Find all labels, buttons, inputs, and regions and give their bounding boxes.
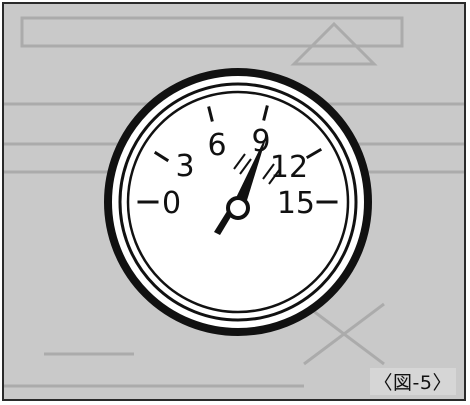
scale-label-3: 3 [175,149,194,184]
scale-label-0: 0 [162,186,181,221]
tick-12 [305,147,323,160]
illustration-frame: 0 3 6 9 12 15 〈図-5〉 [2,2,466,401]
tick-9 [262,105,269,121]
scale-label-12: 12 [270,150,308,185]
tick-3 [153,150,170,163]
needle-motion-lines [233,153,281,185]
scale-label-9: 9 [251,124,270,159]
figure-caption: 〈図-5〉 [369,368,456,395]
scale-label-6: 6 [207,128,226,163]
tick-6 [207,106,214,122]
pressure-gauge: 0 3 6 9 12 15 [104,68,372,336]
needle-hub [226,196,250,220]
scale-label-15: 15 [277,186,315,221]
